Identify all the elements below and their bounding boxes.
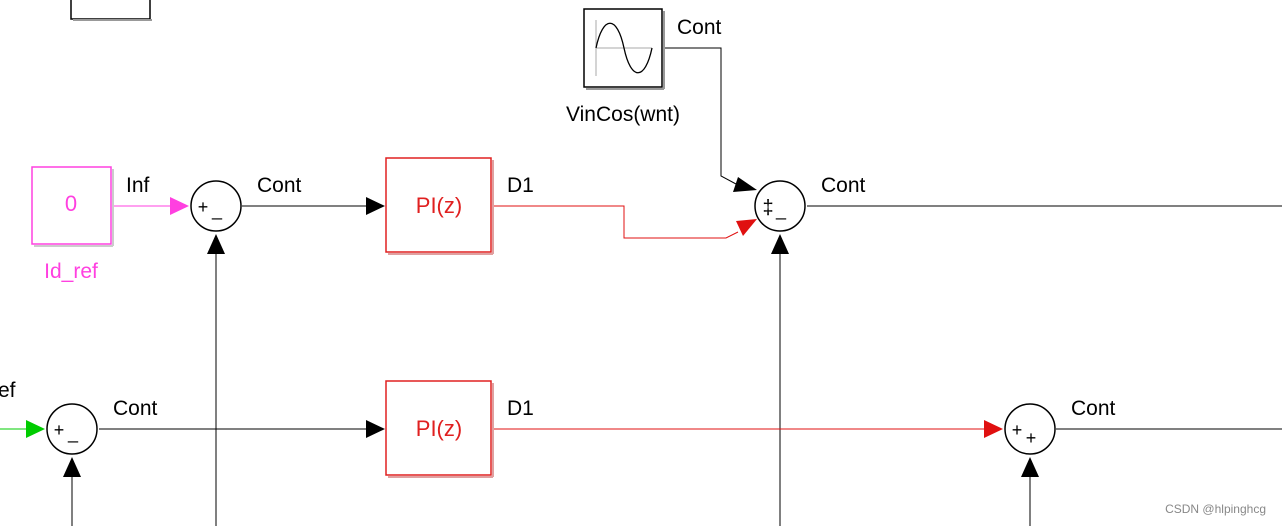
sum-block-bottom-right[interactable]: + +	[1004, 403, 1056, 455]
wire-ref-to-sum-bl[interactable]	[0, 420, 45, 438]
signal-label-cont: Cont	[821, 174, 866, 197]
signal-label-ref-partial: ef	[0, 379, 16, 402]
sum-top-right-minus: _	[775, 200, 787, 221]
wire-feedback-to-sum-br[interactable]	[1021, 457, 1039, 526]
signal-label-cont: Cont	[257, 174, 302, 197]
sum-block-top-right[interactable]: ‡ _	[754, 180, 806, 232]
signal-label-cont: Cont	[1071, 397, 1116, 420]
wire-pi-bottom-to-sum-br[interactable]	[493, 420, 1003, 438]
sum-bottom-left-plus: +	[54, 420, 65, 440]
partial-block-top[interactable]	[70, 0, 152, 21]
signal-label-d1: D1	[507, 397, 534, 420]
wire-id-ref-to-sum-tl[interactable]	[112, 197, 189, 215]
watermark: CSDN @hlpinghcg	[1165, 502, 1266, 516]
sum-bottom-right-plus: +	[1012, 420, 1023, 440]
wire-sum-bl-to-pi-bottom[interactable]	[99, 420, 385, 438]
pi-controller-bottom[interactable]: PI(z)	[385, 380, 494, 478]
signal-label-cont: Cont	[677, 16, 722, 39]
sum-top-left-minus: _	[211, 200, 223, 221]
sum-top-left-plus: +	[198, 197, 209, 217]
sine-wave-block-name: VinCos(wnt)	[566, 103, 680, 126]
wire-feedback-to-sum-bl[interactable]	[63, 457, 81, 526]
sine-wave-block[interactable]	[583, 8, 665, 90]
constant-block-name: Id_ref	[44, 260, 98, 283]
pi-controller-top-label: PI(z)	[416, 193, 462, 218]
wire-feedback-to-sum-tr[interactable]	[771, 234, 789, 526]
constant-block-id-ref[interactable]: 0	[31, 166, 114, 247]
sum-top-right-signs: ‡	[762, 197, 773, 219]
sum-bottom-left-minus: _	[67, 423, 79, 444]
sine-wave-icon	[595, 20, 653, 76]
wire-sum-tl-to-pi-top[interactable]	[242, 197, 385, 215]
signal-label-inf: Inf	[126, 174, 150, 197]
signal-label-d1: D1	[507, 174, 534, 197]
sum-block-top-left[interactable]: + _	[190, 180, 242, 232]
wire-feedback-to-sum-tl[interactable]	[207, 234, 225, 526]
wire-pi-top-to-sum-tr[interactable]	[493, 205, 757, 239]
pi-controller-bottom-label: PI(z)	[416, 416, 462, 441]
pi-controller-top[interactable]: PI(z)	[385, 157, 494, 255]
constant-value: 0	[65, 191, 77, 216]
wire-sine-to-sum-tr[interactable]	[663, 47, 757, 192]
sum-block-bottom-left[interactable]: + _	[46, 403, 98, 455]
sum-bottom-right-plus2: +	[1026, 428, 1037, 448]
signal-label-cont: Cont	[113, 397, 158, 420]
